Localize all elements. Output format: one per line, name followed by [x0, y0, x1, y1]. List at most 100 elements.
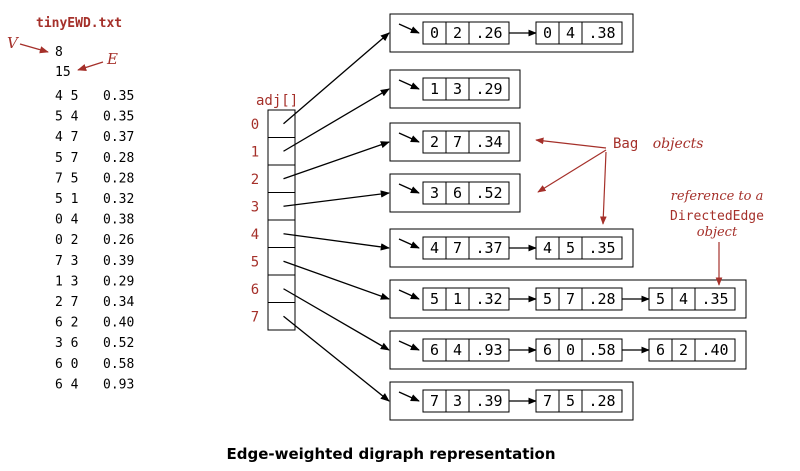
adj-index: 5 [251, 254, 259, 270]
node-cell [468, 130, 510, 154]
node-value: 1 [453, 290, 462, 308]
adj-index: 0 [251, 117, 259, 133]
edge-weight: 0.28 [103, 151, 134, 166]
e-value: 15 [55, 65, 71, 80]
node-value: 6 [656, 341, 665, 359]
annotations: Bag objects reference to a DirectedEdge … [535, 136, 764, 286]
node-value: 2 [679, 341, 688, 359]
adj-pointer-arrow [283, 88, 390, 152]
node-cell [694, 338, 736, 362]
adj-index: 1 [251, 144, 259, 160]
edge-weight: 0.38 [103, 213, 134, 228]
bag-annotation-italic: objects [653, 136, 704, 152]
adj-pointer-arrow [283, 190, 390, 207]
node-value: 5 [656, 290, 665, 308]
node-value: 4 [453, 341, 462, 359]
node-cell [581, 389, 623, 413]
node-value: .52 [475, 184, 502, 202]
bag-arrow-3 [599, 151, 607, 225]
adj-cell [267, 274, 296, 303]
node-value: .93 [475, 341, 502, 359]
edge-vertices: 4 5 [55, 89, 78, 104]
adj-cell [267, 247, 296, 276]
edge-vertices: 6 4 [55, 377, 79, 392]
adj-pointer-arrow [283, 288, 390, 351]
node-value: 6 [543, 341, 552, 359]
edge-vertices: 5 4 [55, 110, 79, 125]
node-value: .35 [588, 239, 615, 257]
node-value: .58 [588, 341, 615, 359]
adj-cell [267, 137, 296, 166]
edge-vertices: 1 3 [55, 274, 78, 289]
first-pointer-arrow [398, 238, 420, 249]
node-value: 5 [543, 290, 552, 308]
first-pointer-arrow [398, 79, 420, 90]
ref-line-3: object [697, 225, 738, 240]
ref-line-2: DirectedEdge [670, 209, 764, 224]
node-value: .28 [588, 392, 615, 410]
adj-cell [267, 164, 296, 193]
node-value: .28 [588, 290, 615, 308]
edge-vertices: 6 2 [55, 316, 78, 331]
edge-weight: 0.26 [103, 233, 134, 248]
edge-vertices: 6 0 [55, 357, 78, 372]
edge-weight: 0.28 [103, 171, 134, 186]
e-label: E [106, 50, 118, 68]
node-value: 3 [453, 392, 462, 410]
node-cell [468, 77, 510, 101]
node-value: 7 [543, 392, 552, 410]
edge-vertices: 4 7 [55, 130, 78, 145]
adj-index: 6 [251, 282, 259, 298]
first-pointer-arrow [398, 391, 420, 402]
node-value: .39 [475, 392, 502, 410]
edge-weight: 0.35 [103, 110, 134, 125]
e-arrow [77, 61, 104, 71]
node-value: 3 [430, 184, 439, 202]
node-value: 1 [430, 80, 439, 98]
adj-cell [267, 219, 296, 248]
node-value: 4 [679, 290, 688, 308]
edge-weight: 0.93 [103, 377, 134, 392]
first-pointer-arrow [398, 132, 420, 143]
node-value: 4 [566, 24, 575, 42]
node-value: .38 [588, 24, 615, 42]
node-value: 4 [430, 239, 439, 257]
node-value: 3 [453, 80, 462, 98]
node-value: .29 [475, 80, 502, 98]
edge-weight: 0.29 [103, 274, 134, 289]
node-value: 7 [453, 239, 462, 257]
node-value: 2 [430, 133, 439, 151]
adj-pointer-arrow [283, 260, 390, 300]
node-value: 7 [453, 133, 462, 151]
edge-weight: 0.37 [103, 130, 134, 145]
file-name: tinyEWD.txt [36, 16, 122, 31]
edge-weight: 0.58 [103, 357, 134, 372]
ref-line-1: reference to a [671, 189, 764, 204]
node-value: 0 [430, 24, 439, 42]
node-cell [694, 287, 736, 311]
adj-index: 7 [251, 309, 259, 325]
adj-cell [267, 192, 296, 221]
node-value: .26 [475, 24, 502, 42]
node-value: 0 [543, 24, 552, 42]
pointer-arrows [283, 32, 390, 402]
node-cell [581, 236, 623, 260]
